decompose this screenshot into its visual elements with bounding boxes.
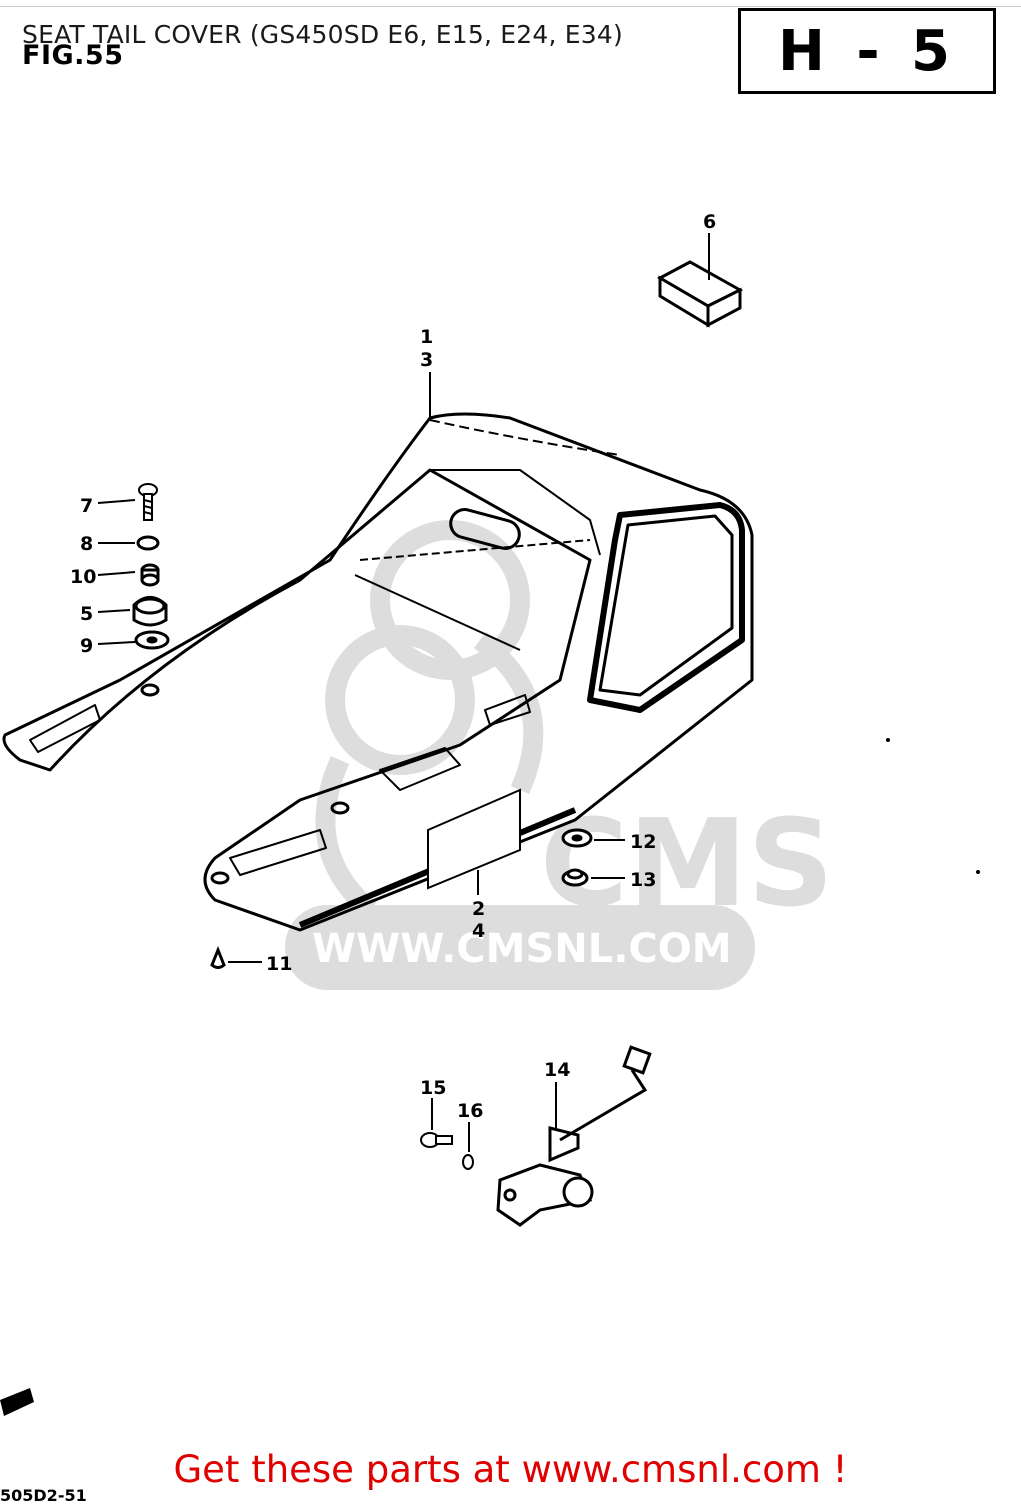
bolt-15-part <box>420 1132 453 1148</box>
callout-4: 4 <box>472 920 485 942</box>
lock-washer-part <box>136 535 160 551</box>
watermark-url-text: WWW.CMSNL.COM <box>312 926 732 972</box>
section-code-box: H - 5 <box>738 8 996 94</box>
header-divider <box>0 6 1021 7</box>
callout-2: 2 <box>472 898 485 920</box>
washer-12-part <box>561 828 593 848</box>
washer-part <box>134 630 170 650</box>
shop-link[interactable]: Get these parts at www.cmsnl.com ! <box>173 1448 848 1491</box>
callout-1: 1 <box>420 326 433 348</box>
callout-9: 9 <box>80 635 93 657</box>
clip-11-part <box>210 945 226 969</box>
page-title: SEAT TAIL COVER (GS450SD E6, E15, E24, E… <box>22 20 623 49</box>
watermark-logo-text: CMS <box>540 795 834 934</box>
callout-16: 16 <box>457 1100 483 1122</box>
lock-bracket-part <box>496 1045 652 1227</box>
figure-number: FIG.55 <box>22 40 124 71</box>
callout-15: 15 <box>420 1077 446 1099</box>
cmsnl-watermark: CMS WWW.CMSNL.COM <box>285 520 834 990</box>
section-code: H - 5 <box>777 18 957 84</box>
callout-6: 6 <box>703 211 716 233</box>
callout-5: 5 <box>80 603 93 625</box>
callout-3: 3 <box>420 349 433 371</box>
screw-part <box>138 483 158 521</box>
rubber-block-part <box>656 260 744 328</box>
watermark-url-band <box>285 905 755 990</box>
washer-16-part <box>462 1154 474 1170</box>
corner-mark-icon <box>0 1388 34 1416</box>
callout-10: 10 <box>70 566 96 588</box>
label-plate-part <box>427 788 521 890</box>
callout-8: 8 <box>80 533 93 555</box>
collar-part <box>140 563 160 587</box>
cushion-part <box>132 596 168 627</box>
callout-11: 11 <box>266 953 292 975</box>
callout-12: 12 <box>630 831 656 853</box>
nut-13-part <box>561 868 589 887</box>
callout-7: 7 <box>80 495 93 517</box>
callout-13: 13 <box>630 869 656 891</box>
diagram-code: 505D2-51 <box>0 1486 87 1505</box>
callout-14: 14 <box>544 1059 570 1081</box>
